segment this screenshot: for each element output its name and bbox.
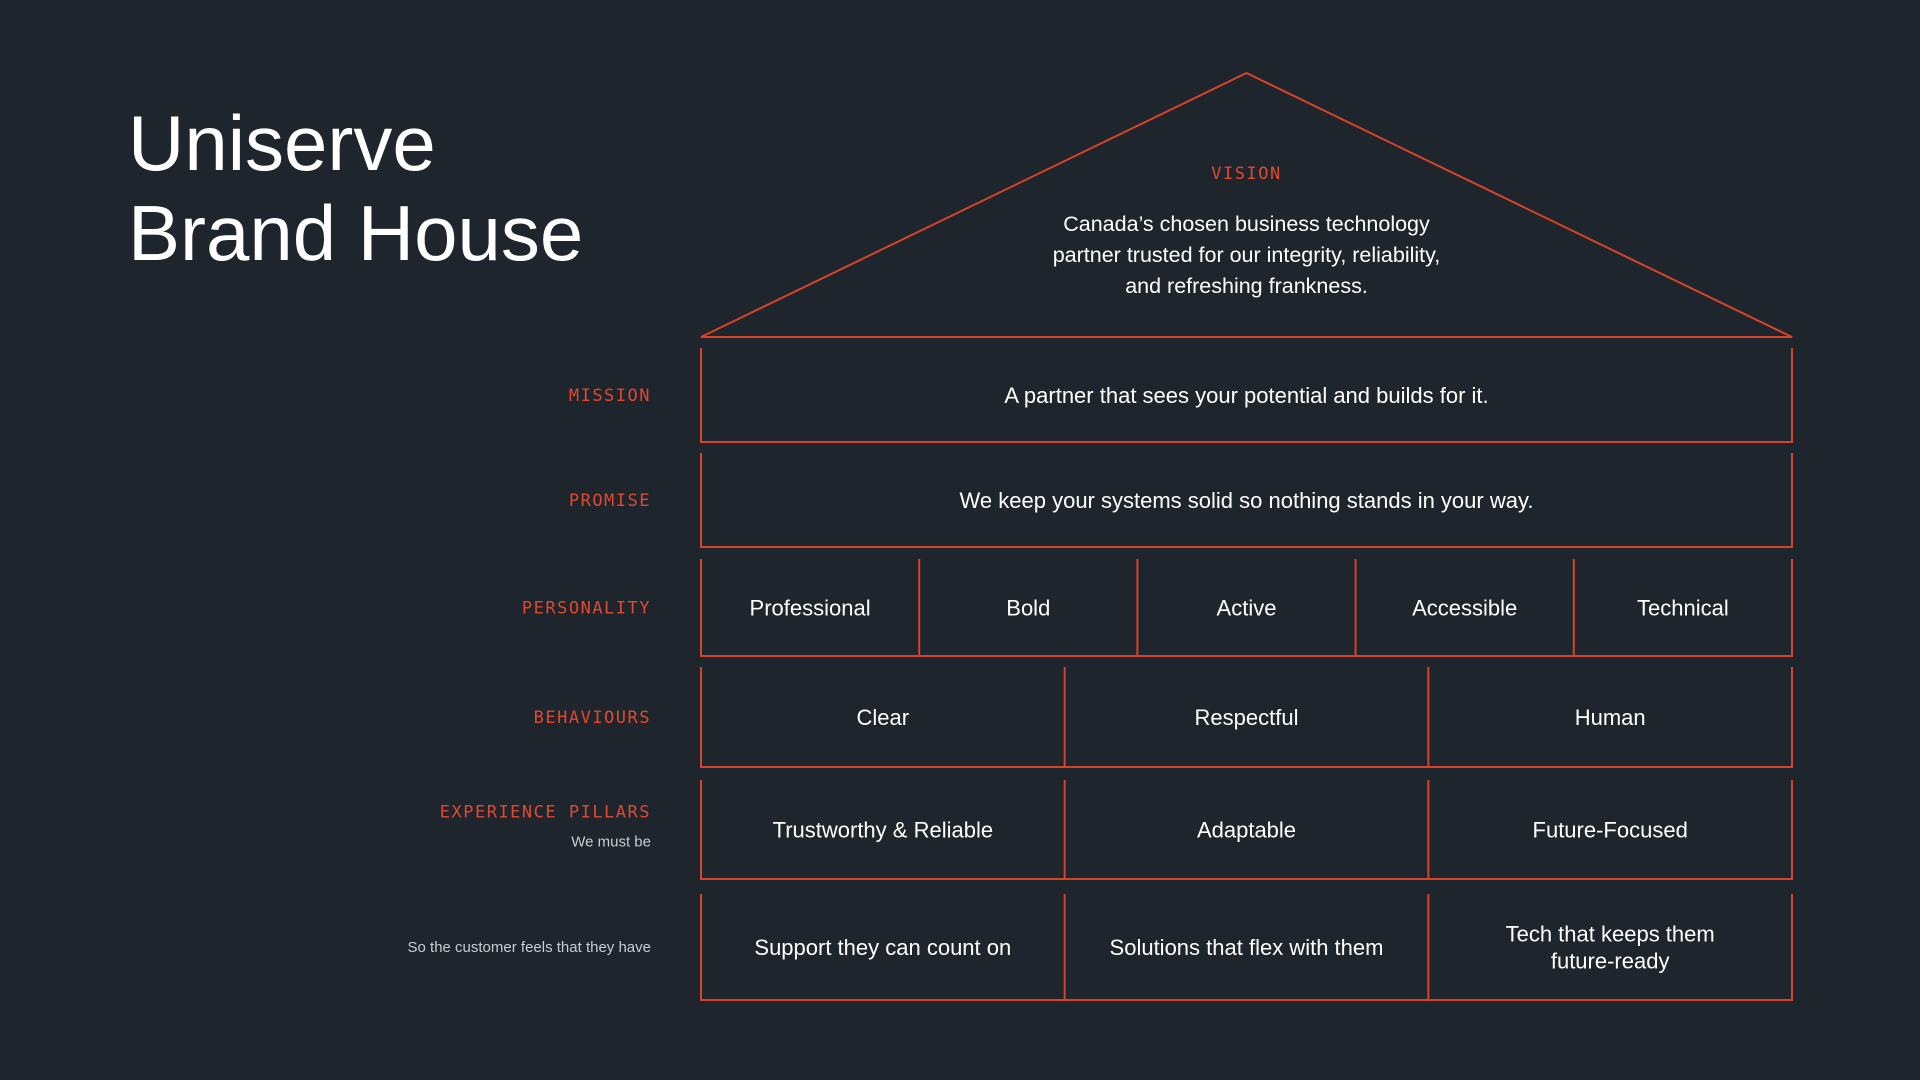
cell-text: Tech that keeps them [1506,922,1715,947]
row-promise: We keep your systems solid so nothing st… [569,453,1793,548]
roof: VISION Canada’s chosen business technolog… [700,71,1793,338]
cell-text: Respectful [1195,705,1299,730]
cell-text: Active [1217,596,1277,621]
row-outline [700,453,1793,548]
row-label: PERSONALITY [522,599,651,619]
page-title-line-2: Brand House [128,189,584,277]
row-sublabel: So the customer feels that they have [408,939,651,956]
roof-outline [700,71,1793,338]
row-outline [700,667,1793,768]
cell-text: Solutions that flex with them [1110,935,1384,960]
row-outline [700,894,1793,1001]
vision-text-line: Canada’s chosen business technology [1063,212,1430,236]
cell-text: We keep your systems solid so nothing st… [960,488,1534,513]
row-outline [700,559,1793,657]
row-personality: Professional Bold Active Accessible Technica… [522,559,1793,657]
cell-text: Human [1575,705,1646,730]
cell-text: future-ready [1551,949,1670,974]
cell-text: Technical [1637,596,1729,621]
vision-text-line: partner trusted for our integrity, relia… [1053,243,1441,267]
row-sublabel: We must be [571,834,651,851]
cell-text: Support they can count on [754,935,1011,960]
row-label: MISSION [569,386,651,406]
cell-text: Bold [1006,596,1050,621]
house-rows: A partner that sees your potential and b… [408,348,1793,1001]
row-experience-pillars: Trustworthy & Reliable Adaptable Future-Fo… [440,780,1793,880]
row-label: EXPERIENCE PILLARS [440,803,651,823]
row-mission: A partner that sees your potential and b… [569,348,1793,443]
cell-text: Clear [857,705,910,730]
row-outline [700,348,1793,443]
page-title: Uniserve Brand House [128,98,583,278]
row-label: PROMISE [569,491,651,511]
row-outline [700,780,1793,880]
cell-text: Future-Focused [1533,818,1688,843]
cell-text: Adaptable [1197,818,1296,843]
cell-text: Trustworthy & Reliable [773,818,993,843]
cell-text: Professional [750,596,871,621]
row-behaviours: Clear Respectful Human BEHAVIOURS [534,667,1793,768]
vision-label: VISION [1211,164,1281,184]
row-label: BEHAVIOURS [534,708,651,728]
vision-text-line: and refreshing frankness. [1125,274,1368,298]
cell-text: A partner that sees your potential and b… [1004,383,1488,408]
cell-text: Accessible [1412,596,1517,621]
page-title-line-1: Uniserve [128,99,436,187]
row-customer-feels: Support they can count on Solutions that … [408,894,1793,1001]
